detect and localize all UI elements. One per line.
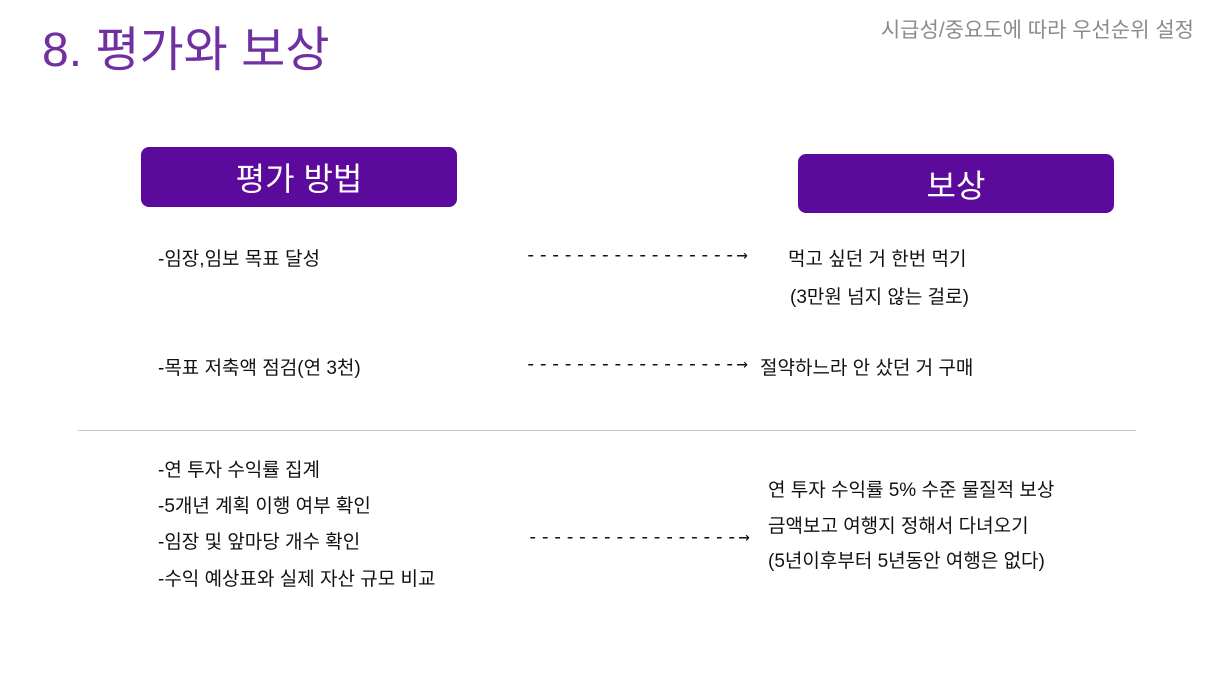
criteria-item: -수익 예상표와 실제 자산 규모 비교 xyxy=(158,569,436,590)
criteria-item: -연 투자 수익률 집계 xyxy=(158,460,321,481)
evaluation-method-header-label: 평가 방법 xyxy=(235,161,363,197)
reward-item: (3만원 넘지 않는 걸로) xyxy=(790,287,969,308)
evaluation-method-header: 평가 방법 xyxy=(141,147,457,207)
reward-item: 절약하느라 안 샀던 거 구매 xyxy=(760,358,974,379)
criteria-item: -임장,임보 목표 달성 xyxy=(158,249,321,270)
reward-item: 먹고 싶던 거 한번 먹기 xyxy=(788,249,967,270)
criteria-item: -목표 저축액 점검(연 3천) xyxy=(158,358,361,379)
criteria-item: -임장 및 앞마당 개수 확인 xyxy=(158,532,361,553)
section-divider xyxy=(78,430,1136,431)
reward-header-label: 보상 xyxy=(926,167,986,204)
criteria-item: -5개년 계획 이행 여부 확인 xyxy=(158,496,371,517)
reward-item: (5년이후부터 5년동안 여행은 없다) xyxy=(768,551,1045,572)
dashed-arrow-icon: -----------------→ xyxy=(525,353,749,375)
slide-title: 8. 평가와 보상 xyxy=(42,24,330,77)
reward-header: 보상 xyxy=(798,154,1114,213)
reward-item: 금액보고 여행지 정해서 다녀오기 xyxy=(768,516,1029,537)
dashed-arrow-icon: -----------------→ xyxy=(525,244,749,266)
dashed-arrow-icon: -----------------→ xyxy=(527,526,751,548)
reward-item: 연 투자 수익률 5% 수준 물질적 보상 xyxy=(768,480,1055,501)
slide-subtitle: 시급성/중요도에 따라 우선순위 설정 xyxy=(880,19,1194,42)
